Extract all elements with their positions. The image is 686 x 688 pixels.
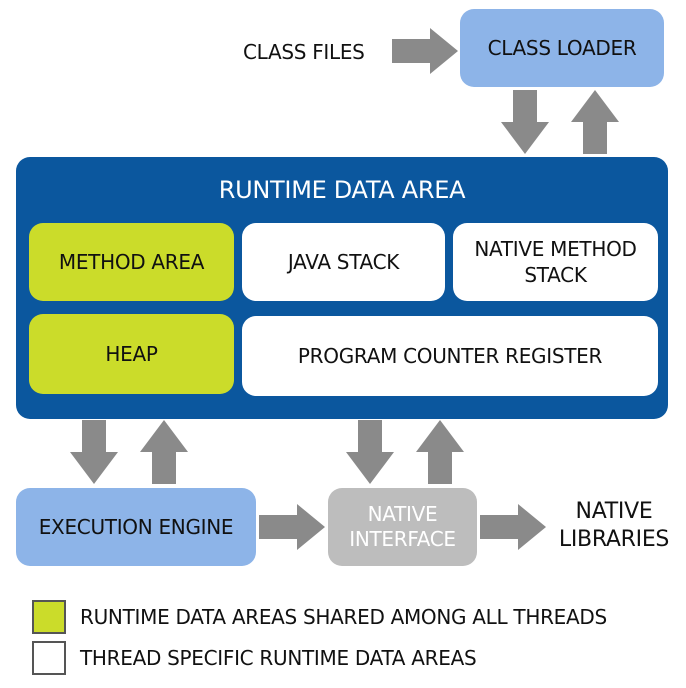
arrow-right-icon	[392, 28, 458, 74]
arrow-right-icon	[259, 504, 325, 550]
heap-cell: HEAP	[29, 314, 234, 394]
native-method-stack-cell: NATIVE METHOD STACK	[453, 223, 658, 301]
native-interface-label-line1: NATIVE	[367, 502, 438, 526]
native-libraries-label-line2: LIBRARIES	[558, 527, 670, 552]
execution-engine-box: EXECUTION ENGINE	[16, 488, 256, 566]
method-area-cell: METHOD AREA	[29, 223, 234, 301]
legend-thread-specific-label: THREAD SPECIFIC RUNTIME DATA AREAS	[80, 646, 477, 670]
runtime-data-area: RUNTIME DATA AREA METHOD AREA JAVA STACK…	[16, 157, 668, 419]
execution-engine-label: EXECUTION ENGINE	[38, 515, 234, 539]
arrow-down-icon	[501, 90, 549, 154]
program-counter-register-label: PROGRAM COUNTER REGISTER	[297, 344, 603, 368]
legend-shared-label: RUNTIME DATA AREAS SHARED AMONG ALL THRE…	[80, 605, 607, 629]
legend-shared-swatch	[32, 600, 66, 634]
java-stack-cell: JAVA STACK	[242, 223, 445, 301]
class-loader-box: CLASS LOADER	[460, 9, 664, 87]
arrow-down-icon	[346, 420, 394, 484]
java-stack-label: JAVA STACK	[287, 250, 400, 274]
arrow-up-icon	[416, 420, 464, 484]
native-libraries-label: NATIVE LIBRARIES	[548, 496, 680, 556]
heap-label: HEAP	[105, 342, 158, 366]
legend-thread-specific-swatch	[32, 641, 66, 675]
native-method-stack-label-line1: NATIVE METHOD	[474, 237, 637, 261]
program-counter-register-cell: PROGRAM COUNTER REGISTER	[242, 316, 658, 396]
class-loader-label: CLASS LOADER	[487, 36, 637, 60]
native-interface-label-line2: INTERFACE	[349, 527, 456, 551]
native-libraries-label-line1: NATIVE	[575, 499, 653, 524]
native-method-stack-label-line2: STACK	[524, 263, 587, 287]
arrow-up-icon	[571, 90, 619, 154]
arrow-up-icon	[140, 420, 188, 484]
method-area-label: METHOD AREA	[58, 250, 205, 274]
native-interface-box: NATIVE INTERFACE	[328, 488, 477, 566]
arrow-down-icon	[70, 420, 118, 484]
arrow-right-icon	[480, 504, 546, 550]
runtime-data-area-title: RUNTIME DATA AREA	[218, 176, 466, 204]
class-files-label: CLASS FILES	[243, 40, 365, 64]
